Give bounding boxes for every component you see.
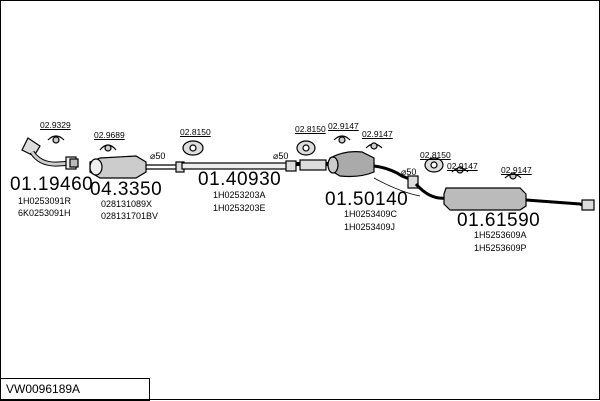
part-reference: 1H5253609P [474,243,527,253]
accessory-number: 02.9329 [40,120,71,130]
middle-pipe-drawing [175,160,297,173]
part-reference: 028131089X [101,199,153,209]
part-number: 01.19460 [10,174,94,195]
part-reference: 1H0253091R [18,196,72,206]
accessory-number: 02.9147 [501,165,532,175]
rear-silencer-drawing [407,175,595,211]
footer-code: VW0096189A [6,382,81,396]
catalytic-converter-drawing [89,155,176,179]
part-reference: 6K0253091H [18,208,71,218]
accessory-number: 02.9147 [447,161,478,171]
part-reference: 1H0253203A [213,190,266,200]
diameter-label: ⌀50 [150,151,166,161]
center-silencer-drawing [296,151,413,182]
part-number: 04.3350 [90,179,163,200]
diameter-label: ⌀50 [273,151,289,161]
part-reference: 1H0253409C [344,209,398,219]
accessory-number: 02.8150 [295,124,326,134]
part-number: 01.50140 [325,189,409,210]
diameter-label: ⌀50 [401,167,417,177]
accessory-number: 02.8150 [180,127,211,137]
part-number: 01.40930 [198,169,282,190]
part-reference: 1H0253409J [344,222,396,232]
accessory-number: 02.9689 [94,130,125,140]
accessory-number: 02.9147 [328,121,359,131]
part-reference: 028131701BV [101,211,159,221]
part-reference: 1H5253609A [474,230,527,240]
front-pipe-drawing [21,137,79,170]
accessory-icons [47,135,522,180]
accessory-number: 02.8150 [420,150,451,160]
part-number: 01.61590 [457,210,541,231]
accessory-number: 02.9147 [362,129,393,139]
part-reference: 1H0253203E [213,203,266,213]
